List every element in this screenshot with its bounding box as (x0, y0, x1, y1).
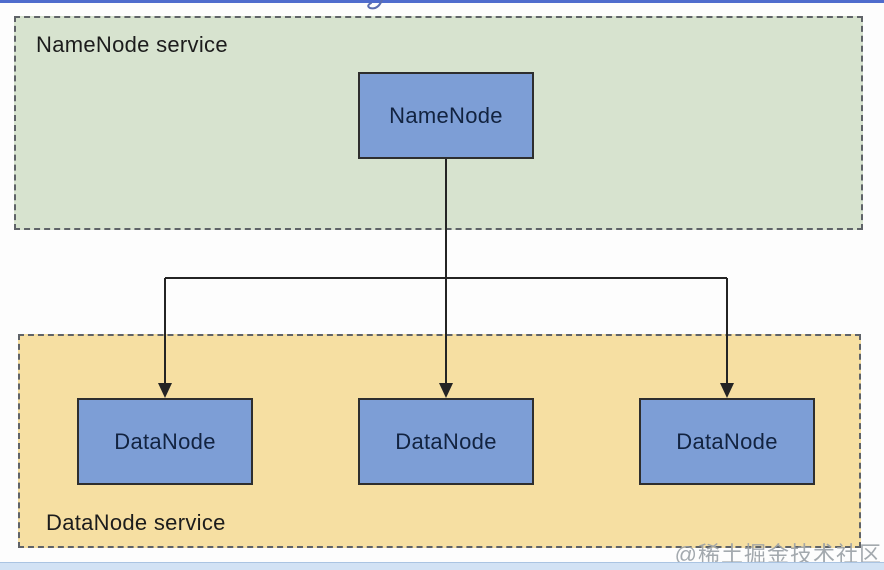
namenode-service-label: NameNode service (36, 32, 228, 57)
top-border-line (0, 0, 884, 3)
bottom-border-band (0, 562, 884, 570)
datanode-box-1: DataNode (77, 398, 253, 485)
datanode-box-3-label: DataNode (676, 428, 778, 454)
datanode-box-2-label: DataNode (395, 428, 497, 454)
datanode-box-2: DataNode (358, 398, 534, 485)
datanode-service-label: DataNode service (46, 510, 226, 535)
datanode-box-3: DataNode (639, 398, 815, 485)
namenode-box-label: NameNode (389, 102, 503, 128)
namenode-box: NameNode (358, 72, 534, 159)
datanode-box-1-label: DataNode (114, 428, 216, 454)
